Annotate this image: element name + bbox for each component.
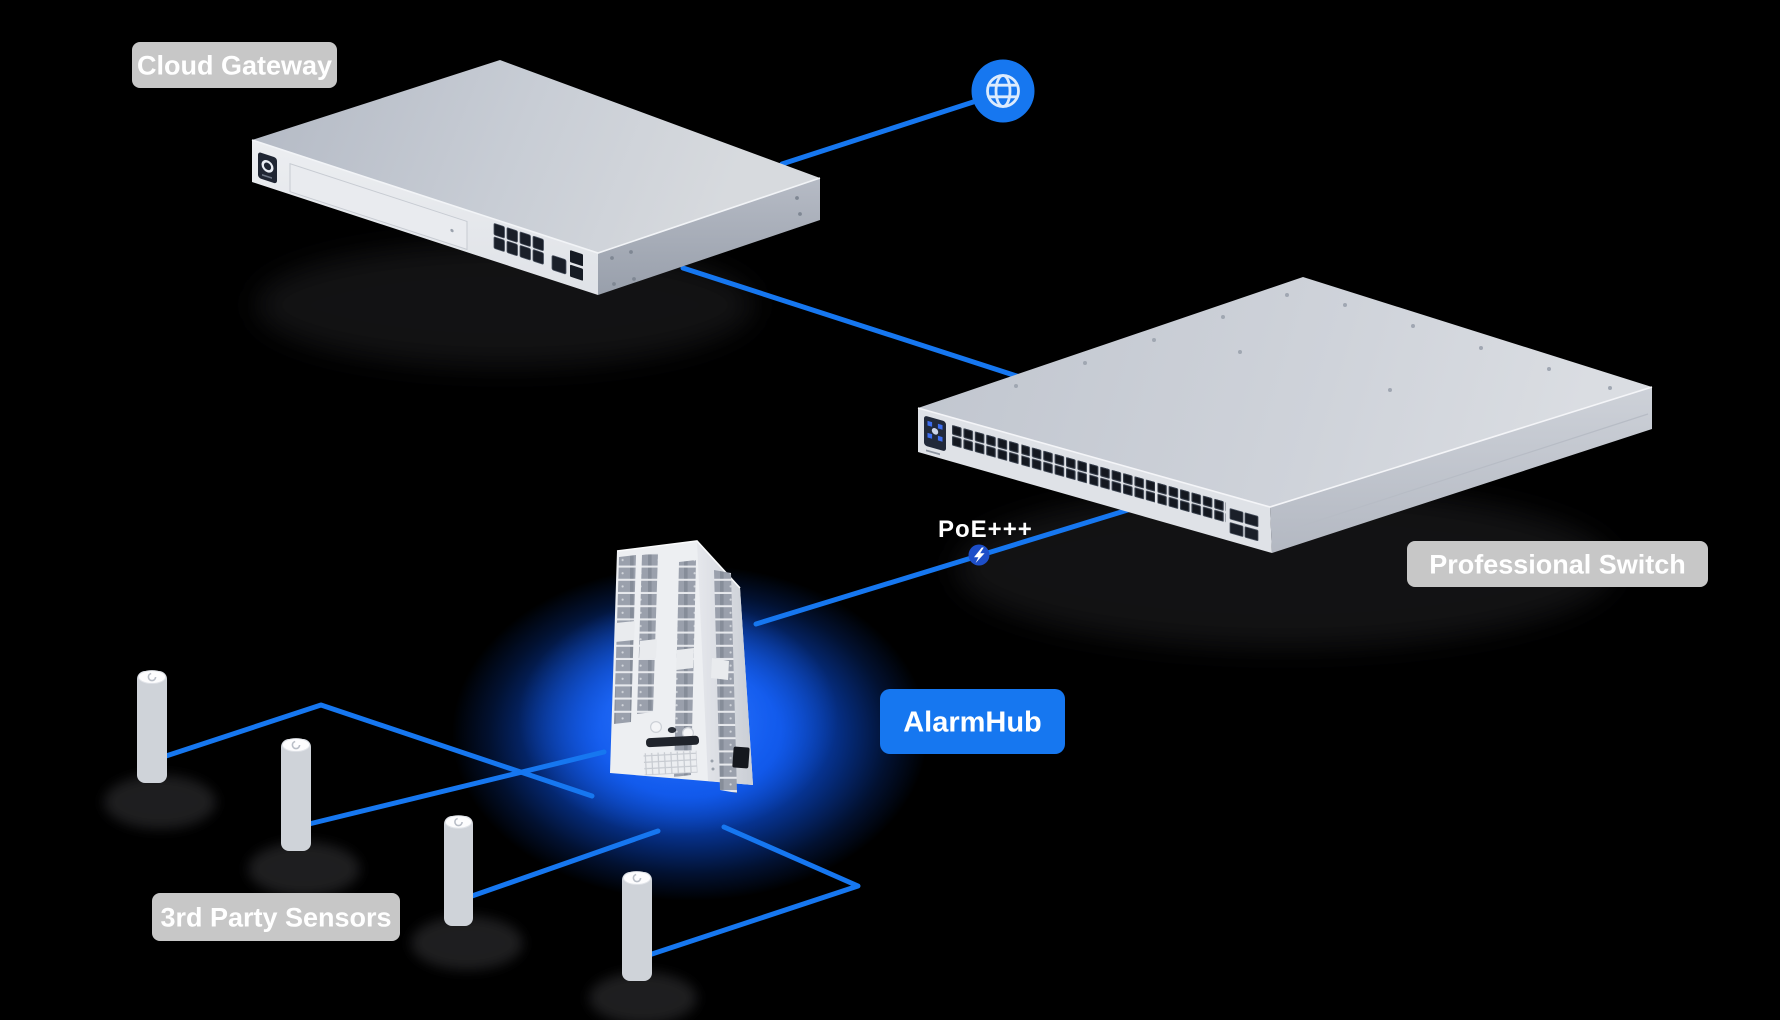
sensor-logo-mark (291, 740, 301, 750)
gateway-sfp-ports (570, 250, 583, 281)
label-third-party-sensors: 3rd Party Sensors (152, 893, 400, 941)
switch-sfp-ports (1229, 508, 1259, 542)
sensor-2 (281, 738, 311, 851)
connection-gateway-internet (779, 90, 1004, 167)
gateway-screen-dial-icon (261, 160, 274, 173)
switch-top-screws (1014, 293, 1612, 392)
sensor-logo-mark (454, 817, 463, 827)
switch-edge-highlight (917, 386, 1653, 508)
alarmhub-rj45-port (732, 746, 750, 769)
terminal-column (714, 570, 737, 793)
alarmhub-slot (646, 735, 700, 748)
sensor-4-shadow (589, 972, 697, 1020)
terminal-gap (676, 648, 694, 670)
alarmhub-button (649, 720, 662, 733)
alarmhub-bottom-features (643, 720, 750, 776)
sensor-4 (622, 871, 652, 981)
sensor-1-shadow (104, 775, 216, 829)
switch-right-face (1270, 387, 1652, 553)
sensor-3-shadow (411, 916, 523, 970)
terminal-column (637, 553, 658, 714)
connection-alarmhub-sensor-2 (306, 749, 607, 827)
gateway-right-face (598, 178, 820, 295)
cloud-gateway-device (251, 60, 821, 295)
switch-screen-dot (931, 427, 939, 435)
alarmhub-sensor-eye (667, 727, 677, 733)
sensor-logo-mark (632, 873, 642, 883)
alarmhub-device (610, 540, 753, 793)
gateway-tray-hole (450, 228, 454, 233)
switch-port-group-separators (1019, 441, 1158, 505)
gateway-top-face (252, 60, 820, 253)
gateway-screen-caption (262, 174, 272, 179)
label-cloud-gateway: Cloud Gateway (132, 42, 337, 88)
switch-top-face (918, 277, 1652, 507)
connection-alarmhub-sensor-3 (469, 828, 661, 899)
alarmhub-led (710, 759, 714, 763)
switch-shadow (955, 488, 1615, 648)
sensor-3 (444, 815, 473, 926)
connection-alarmhub-sensor-1 (163, 702, 595, 799)
alarmhub-terminal-columns (614, 553, 737, 793)
terminal-gap (615, 621, 635, 642)
third-party-sensors-label: 3rd Party Sensors (160, 903, 391, 933)
third-party-sensors (137, 670, 652, 981)
terminal-gap (639, 639, 657, 660)
switch-front-details (924, 416, 1259, 542)
connection-alarmhub-sensor-4 (649, 824, 861, 957)
sensor-2-shadow (248, 842, 360, 896)
gateway-tray (289, 163, 468, 251)
poe-label: PoE+++ (938, 516, 1033, 543)
labels: Cloud Gateway Professional Switch AlarmH… (132, 42, 1708, 941)
alarmhub-led (711, 767, 715, 771)
connection-gateway-switch (680, 265, 1029, 382)
gateway-edge-highlight (251, 139, 821, 254)
gateway-front-details (258, 152, 583, 281)
alarmhub-label: AlarmHub (903, 707, 1042, 739)
professional-switch-label: Professional Switch (1429, 550, 1686, 580)
lightning-icon-glyph (974, 547, 985, 563)
connection-switch-alarmhub (753, 506, 1134, 627)
cloud-gateway-label: Cloud Gateway (137, 51, 332, 81)
internet-node (971, 59, 1035, 123)
sensor-logo-mark (147, 672, 157, 682)
globe-icon (971, 59, 1035, 123)
gateway-screws (610, 196, 802, 286)
connection-lines (163, 90, 1134, 957)
professional-switch-device (917, 277, 1653, 553)
label-professional-switch: Professional Switch (1407, 541, 1708, 587)
terminal-gap (711, 658, 729, 680)
globe-icon-glyph (986, 74, 1020, 108)
sensor-1 (137, 670, 167, 783)
switch-screen-icon (927, 420, 943, 442)
switch-side-seam (1282, 413, 1649, 533)
gateway-lan-ports (493, 223, 544, 265)
label-alarmhub: AlarmHub (880, 689, 1065, 754)
alarmhub-keypad-grid (643, 750, 698, 776)
gateway-wan-port (551, 255, 567, 275)
switch-screen-caption (926, 449, 940, 456)
poe-badge (968, 544, 990, 566)
